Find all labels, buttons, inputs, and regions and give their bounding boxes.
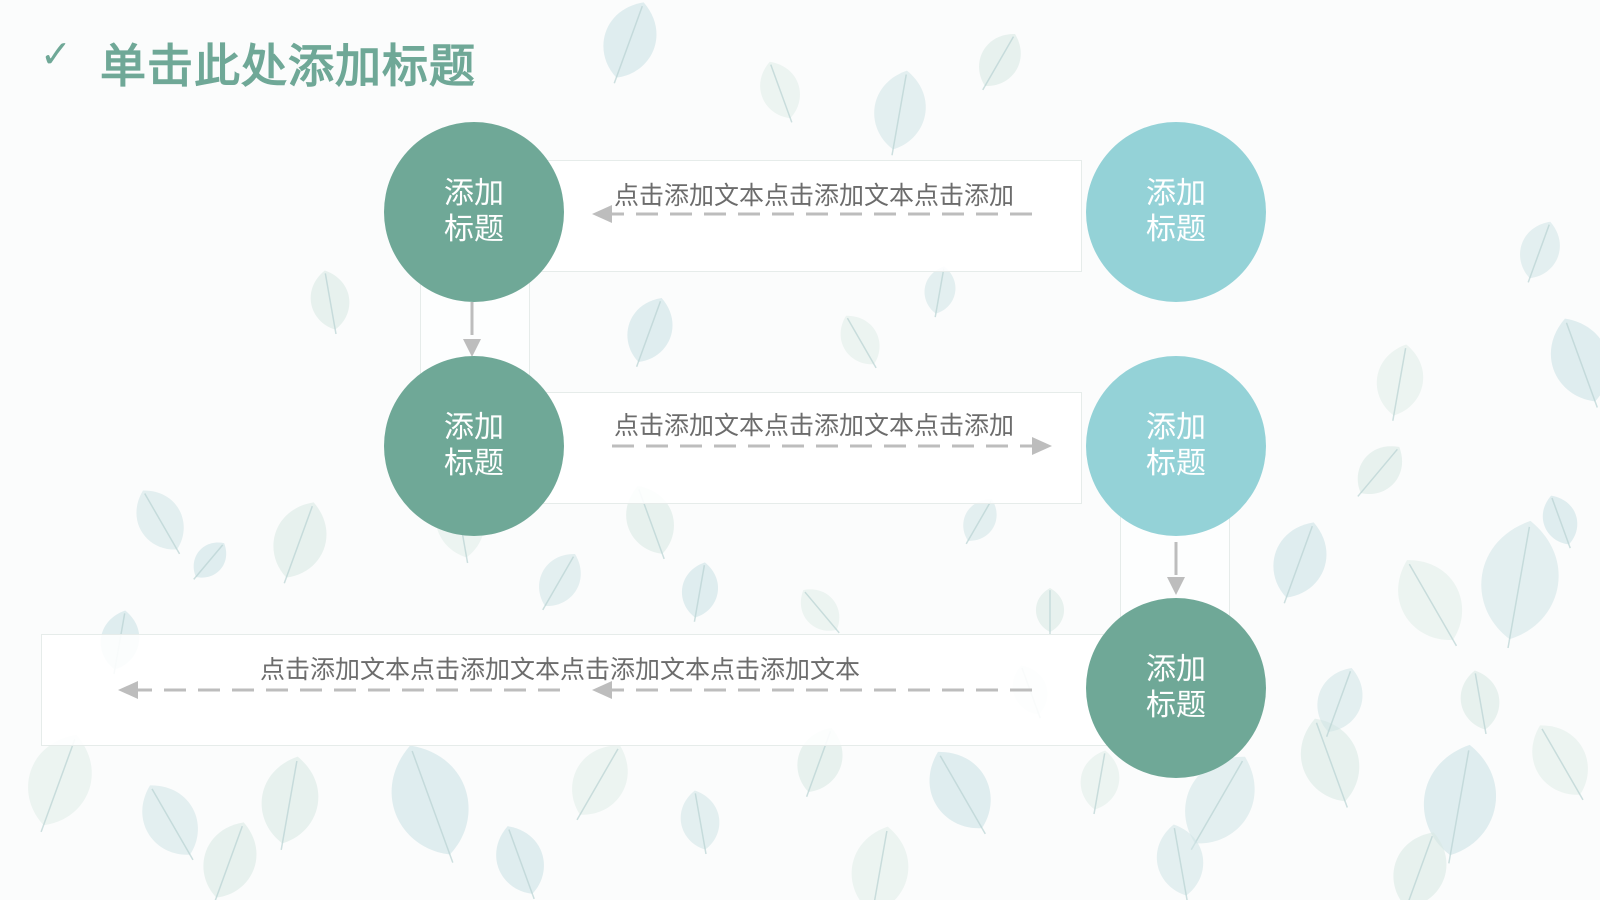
- leaf-decoration: [760, 61, 800, 123]
- leaf-decoration: [1423, 744, 1496, 864]
- node-3-line-2: 标题: [444, 446, 504, 481]
- node-5-line-1: 添加: [1146, 652, 1206, 687]
- leaf-decoration: [193, 542, 227, 580]
- leaf-decoration: [1460, 670, 1500, 735]
- leaf-decoration: [1300, 718, 1360, 808]
- leaf-decoration: [924, 266, 956, 318]
- leaf-decoration: [1532, 725, 1588, 801]
- row1-caption[interactable]: 点击添加文本点击添加文本点击添加: [614, 181, 1015, 210]
- leaf-decoration: [1393, 832, 1447, 900]
- node-1[interactable]: 添加 标题: [384, 122, 564, 302]
- leaf-decoration: [1520, 221, 1560, 283]
- leaf-decoration: [929, 751, 991, 835]
- leaf-decoration: [1550, 318, 1600, 408]
- leaf-decoration: [1185, 756, 1255, 851]
- node-5[interactable]: 添加 标题: [1086, 598, 1266, 778]
- leaf-decoration: [682, 562, 719, 622]
- node-2-line-1: 添加: [1146, 176, 1206, 211]
- node-3[interactable]: 添加 标题: [384, 356, 564, 536]
- check-icon: ✓: [40, 32, 72, 76]
- node-2[interactable]: 添加 标题: [1086, 122, 1266, 302]
- leaf-decoration: [496, 826, 544, 900]
- leaf-decoration: [603, 2, 657, 84]
- leaf-decoration: [136, 490, 184, 555]
- leaf-decoration: [273, 502, 327, 584]
- leaf-decoration: [203, 822, 257, 900]
- leaf-decoration: [539, 554, 581, 611]
- node-5-line-2: 标题: [1146, 688, 1206, 723]
- node-1-line-2: 标题: [444, 212, 504, 247]
- leaf-decoration: [680, 790, 720, 855]
- leaf-decoration: [627, 298, 673, 367]
- leaf-decoration: [801, 589, 840, 634]
- leaf-decoration: [261, 756, 319, 850]
- node-2-line-2: 标题: [1146, 212, 1206, 247]
- row2-panel: [520, 392, 1082, 504]
- node-4-line-2: 标题: [1146, 446, 1206, 481]
- leaf-decoration: [1317, 668, 1363, 737]
- leaf-decoration: [1273, 522, 1327, 604]
- leaf-decoration: [310, 270, 350, 335]
- leaf-decoration: [1080, 750, 1120, 815]
- slide-title[interactable]: 单击此处添加标题: [100, 39, 476, 93]
- row2-caption[interactable]: 点击添加文本点击添加文本点击添加: [614, 411, 1015, 440]
- node-4-line-1: 添加: [1146, 410, 1206, 445]
- leaf-decoration: [979, 34, 1021, 91]
- leaf-decoration: [1376, 344, 1424, 421]
- leaf-decoration: [840, 315, 880, 369]
- node-4[interactable]: 添加 标题: [1086, 356, 1266, 536]
- node-3-line-1: 添加: [444, 410, 504, 445]
- leaf-decoration: [28, 734, 92, 833]
- leaf-decoration: [1542, 495, 1578, 549]
- leaf-decoration: [391, 745, 469, 863]
- leaf-decoration: [142, 785, 198, 861]
- leaf-decoration: [1357, 446, 1403, 497]
- leaf-decoration: [1481, 520, 1559, 649]
- leaf-decoration: [874, 70, 926, 156]
- leaf-decoration: [1035, 588, 1065, 636]
- row3-caption[interactable]: 点击添加文本点击添加文本点击添加文本点击添加文本: [260, 655, 861, 684]
- leaf-decoration: [1156, 824, 1204, 900]
- leaf-decoration: [963, 499, 997, 545]
- row1-panel: [520, 160, 1082, 272]
- leaf-decoration: [1398, 560, 1463, 647]
- node-1-line-1: 添加: [444, 176, 504, 211]
- leaf-decoration: [851, 826, 909, 900]
- leaf-decoration: [572, 745, 628, 821]
